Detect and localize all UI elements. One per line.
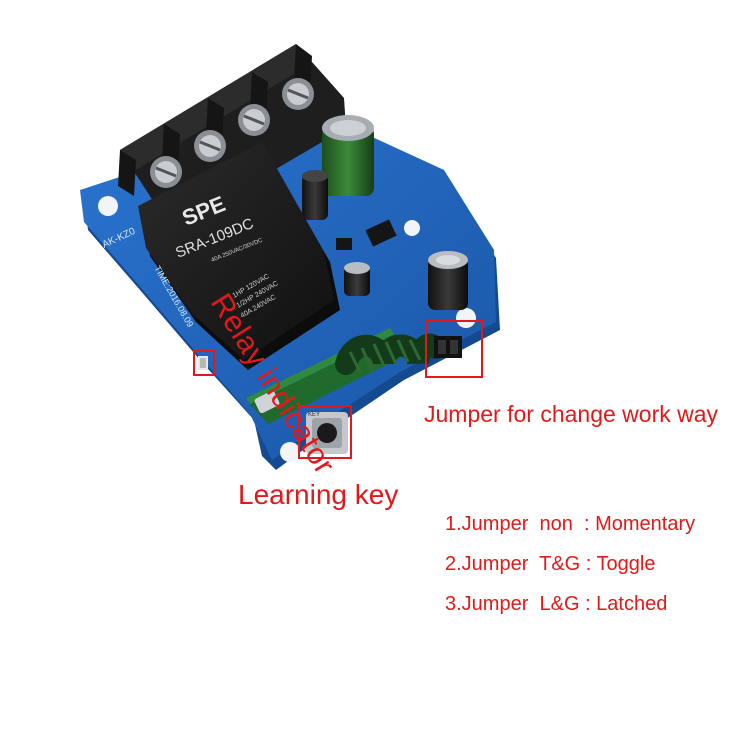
- learning-key-marker: [298, 405, 352, 459]
- ic-chip: [365, 219, 397, 247]
- green-capacitor: [322, 115, 374, 196]
- mounting-hole: [280, 442, 300, 462]
- mode-momentary: 1.Jumper non : Momentary: [445, 513, 696, 535]
- terminal-screw: [282, 78, 314, 110]
- mounting-hole: [456, 308, 476, 328]
- learning-key-label: Learning key: [238, 479, 399, 510]
- small-capacitor: [344, 262, 370, 296]
- dark-capacitor: [428, 251, 468, 310]
- relay-indicator-led: [198, 356, 208, 370]
- antenna-coil: [335, 333, 447, 375]
- relay-indicator-marker: [193, 350, 215, 376]
- terminal-screw: [194, 130, 226, 162]
- mounting-hole: [98, 196, 118, 216]
- mounting-hole: [404, 220, 420, 236]
- jumper-label: Jumper for change work way: [424, 401, 719, 427]
- jumper-marker: [425, 320, 483, 378]
- transistor: [336, 238, 352, 250]
- inductor: [302, 170, 328, 220]
- relay: SPE SRA-109DC 40A 250VAC/30VDC 1HP 120VA…: [138, 142, 340, 370]
- button-print: KEY: [308, 412, 320, 418]
- terminal-screw: [150, 156, 182, 188]
- mode-latched: 3.Jumper L&G : Latched: [445, 593, 668, 615]
- terminal-screw: [238, 104, 270, 136]
- learning-push-button: KEY: [306, 412, 348, 454]
- mode-toggle: 2.Jumper T&G : Toggle: [445, 553, 656, 575]
- jumper-header: [434, 336, 462, 358]
- screw-terminal-block: [118, 44, 346, 230]
